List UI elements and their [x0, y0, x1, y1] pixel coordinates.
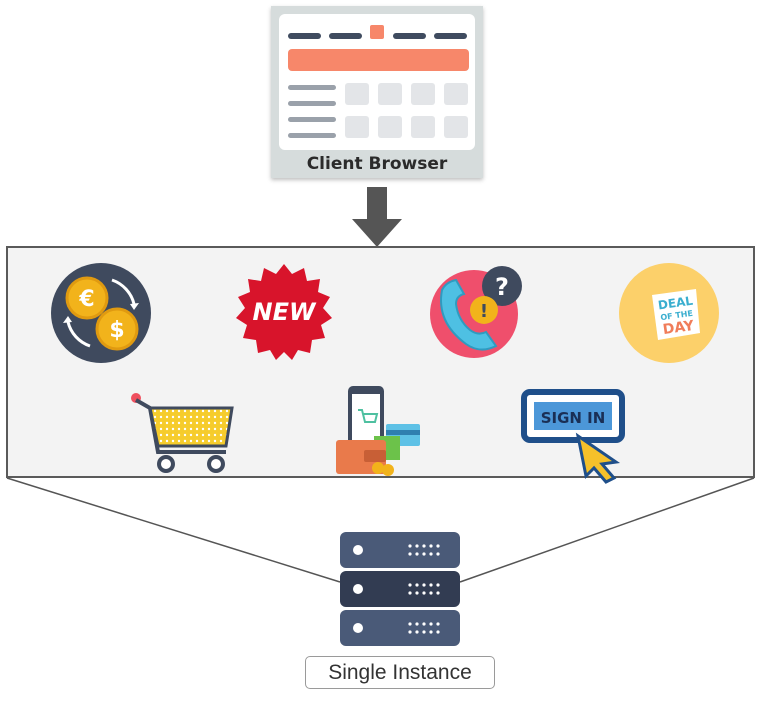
shopping-cart-icon	[131, 393, 234, 473]
currency-exchange-icon: € $	[51, 263, 151, 363]
sign-in-text: SIGN IN	[541, 409, 606, 427]
question-mark: ?	[495, 273, 509, 301]
dollar-symbol: $	[109, 318, 124, 343]
deal-line3: DAY	[662, 318, 696, 338]
exclamation-mark: !	[480, 301, 488, 322]
client-browser-label: Client Browser	[306, 154, 448, 174]
single-instance-label: Single Instance	[305, 656, 495, 689]
mobile-wallet-payment-icon	[336, 386, 420, 476]
sign-in-button-icon: SIGN IN	[521, 389, 625, 484]
deal-line1: DEAL	[657, 294, 694, 313]
down-arrow-icon	[352, 187, 402, 247]
euro-symbol: €	[78, 287, 94, 312]
server-stack-icon	[340, 532, 460, 646]
services-panel: € $ NEW ? ! DEAL OF THE DAY	[6, 246, 755, 484]
new-badge-text: NEW	[253, 298, 317, 326]
phone-support-icon: ? !	[430, 266, 522, 358]
browser-window-illustration	[279, 14, 475, 150]
deal-of-the-day-icon: DEAL OF THE DAY	[619, 263, 719, 363]
client-browser-card	[271, 6, 483, 178]
new-badge-icon: NEW	[236, 264, 332, 360]
